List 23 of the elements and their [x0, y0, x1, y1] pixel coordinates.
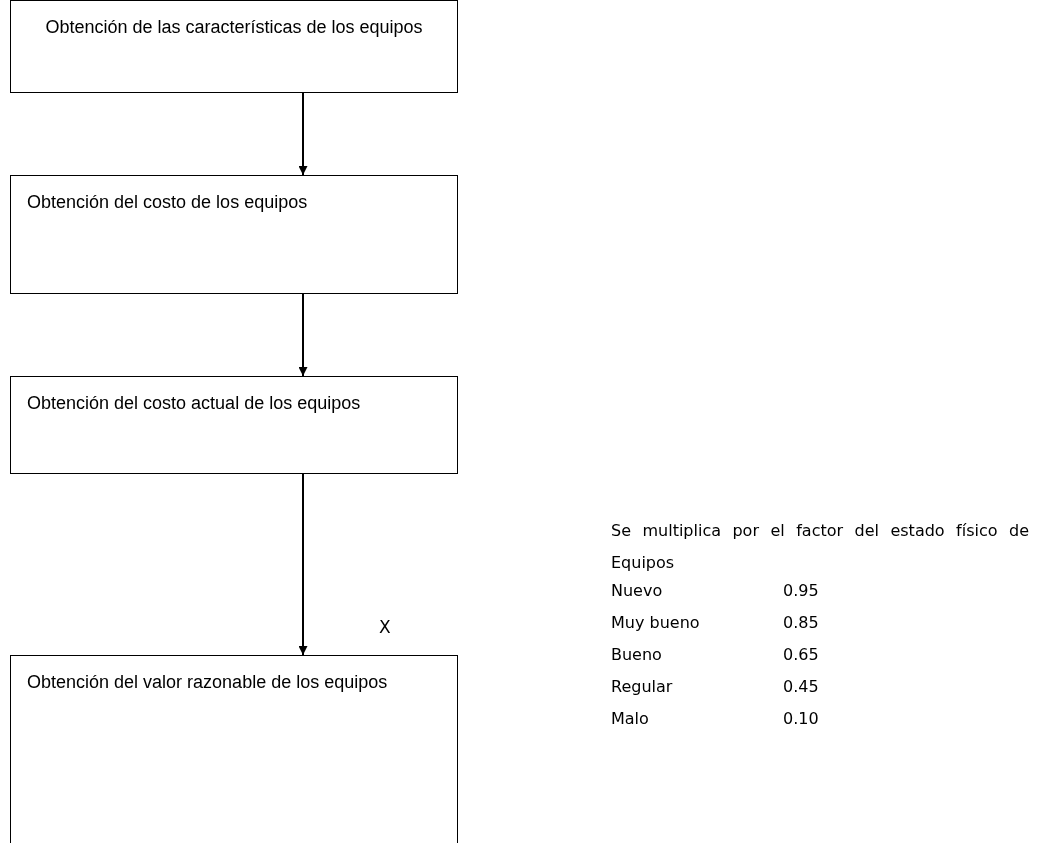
condition-label: Muy bueno: [611, 613, 700, 633]
box-text: Obtención del costo actual de los equipos: [27, 392, 362, 415]
box-text: Obtención del valor razonable de los equipos: [27, 671, 389, 694]
condition-label: Bueno: [611, 645, 662, 665]
factor-value: 0.65: [783, 645, 819, 665]
box-text: Obtención del costo de los equipos: [27, 191, 309, 214]
note-text: Se multiplica por el factor del estado físico de Equipos: [611, 520, 1029, 574]
factor-value: 0.10: [783, 709, 819, 729]
factor-value: 0.85: [783, 613, 819, 633]
process-box: [10, 376, 458, 474]
edge-label: X: [379, 617, 391, 637]
condition-label: Regular: [611, 677, 673, 697]
box-text: Obtención de las características de los equipos: [44, 16, 424, 39]
factor-value: 0.45: [783, 677, 819, 697]
process-box: [10, 655, 458, 843]
process-box: [10, 175, 458, 294]
condition-label: Malo: [611, 709, 649, 729]
arrow: [298, 92, 308, 176]
factor-value: 0.95: [783, 581, 819, 601]
condition-label: Nuevo: [611, 581, 663, 601]
arrow: [298, 473, 308, 656]
process-box: [10, 0, 458, 93]
arrow: [298, 293, 308, 377]
